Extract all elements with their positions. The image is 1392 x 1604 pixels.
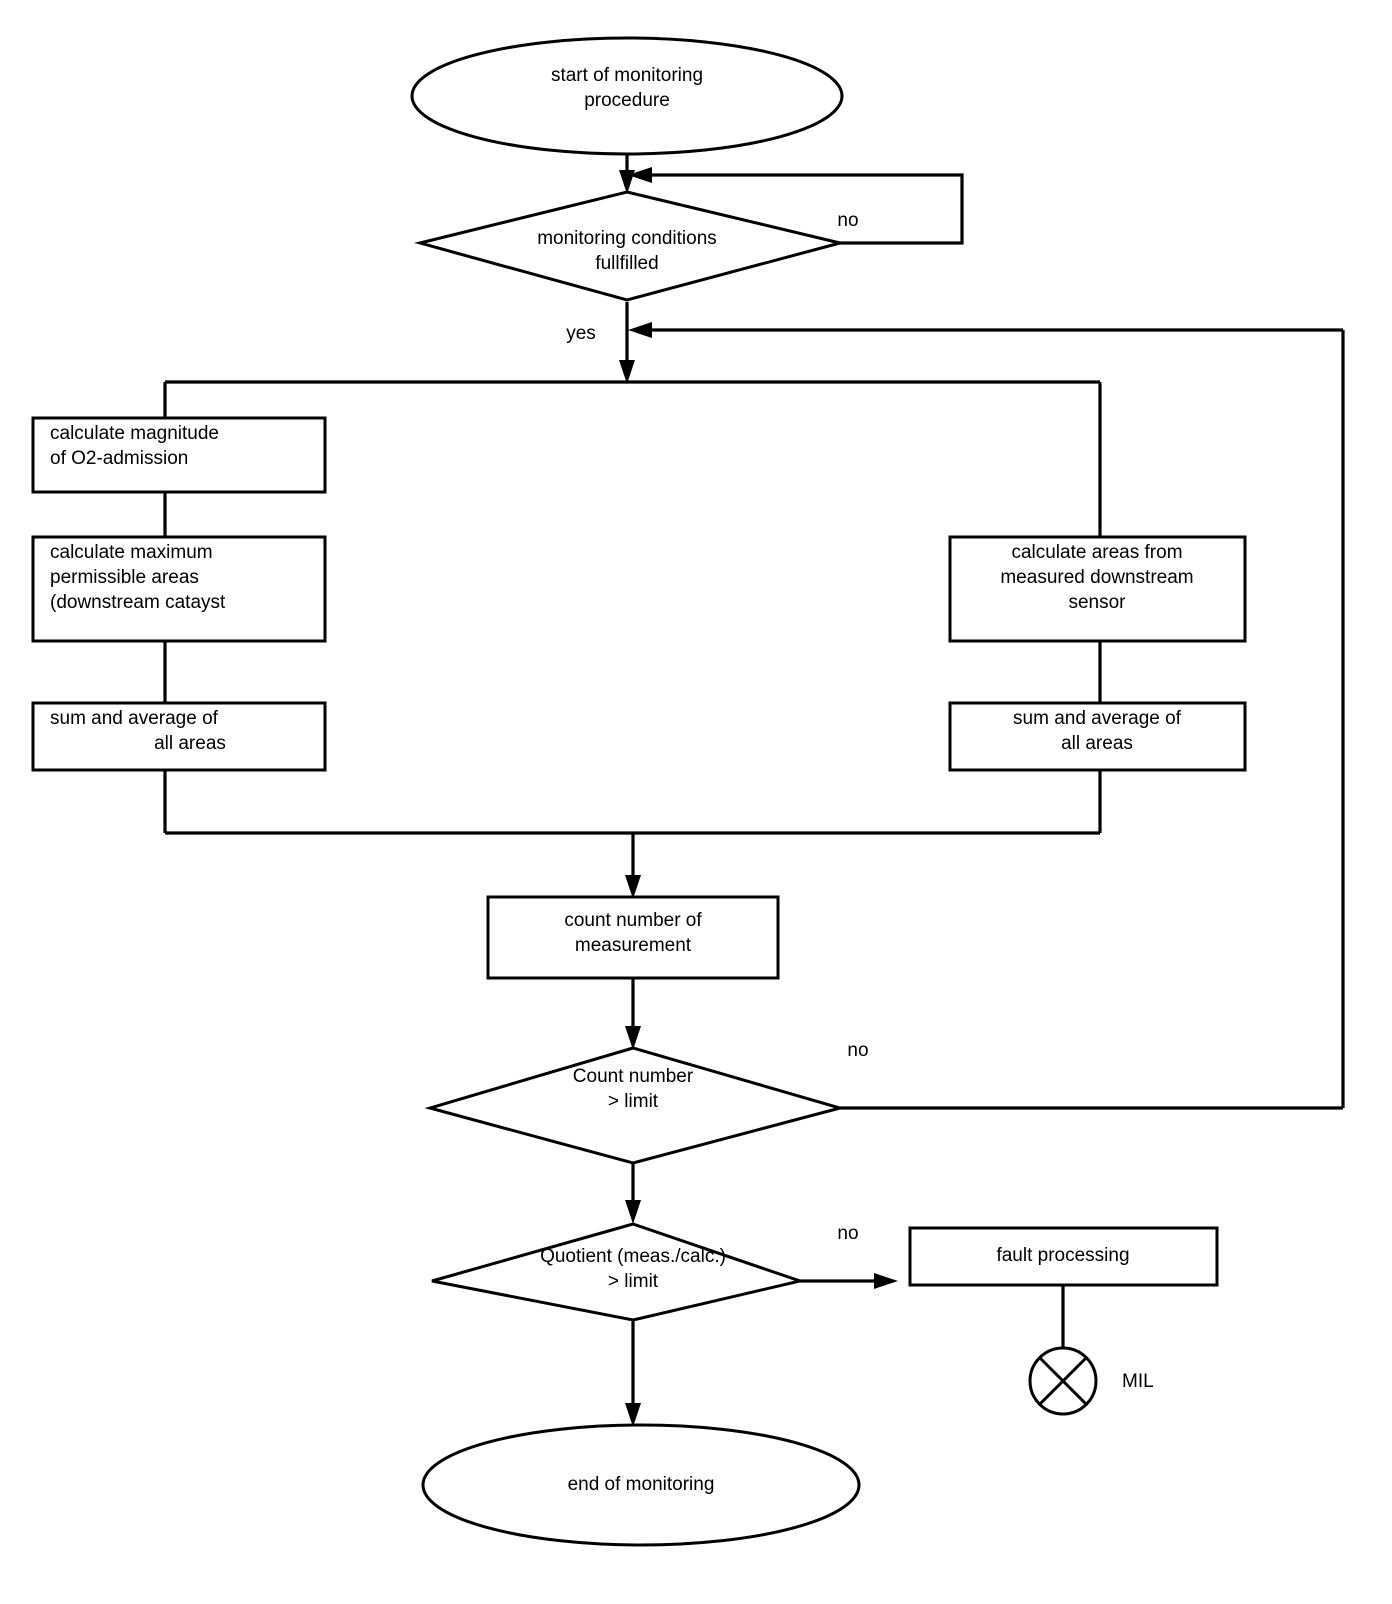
node-count-number-of-measurement[interactable]: count number of measurement [486, 895, 780, 980]
node-sum-average-left[interactable]: sum and average of all areas [31, 701, 327, 772]
node-calc-max-line3: (downstream catayst [50, 592, 226, 613]
node-calculate-magnitude[interactable]: calculate magnitude of O2-admission [31, 416, 327, 494]
node-sum-avg-right-line2: all areas [1061, 733, 1133, 754]
node-calc-max-line2: permissible areas [50, 567, 199, 588]
connector-fork-bar [163, 380, 1102, 537]
edge-label-quotient-no: no [837, 1223, 858, 1244]
node-calc-areas-line2: measured downstream [1000, 567, 1193, 588]
node-end-label: end of monitoring [568, 1474, 715, 1495]
node-calc-magnitude-line2: of O2-admission [50, 448, 188, 469]
node-fault-processing[interactable]: fault processing [908, 1226, 1219, 1287]
connector-count-to-decision [625, 978, 641, 1050]
node-decision-count-line2: > limit [608, 1091, 659, 1112]
node-calculate-max-permissible-areas[interactable]: calculate maximum permissible areas (dow… [31, 535, 327, 643]
node-fault-processing-label: fault processing [996, 1245, 1129, 1266]
mil-label: MIL [1122, 1371, 1154, 1392]
node-decision-count-number[interactable]: Count number > limit [424, 1046, 846, 1165]
node-calc-areas-line1: calculate areas from [1011, 542, 1182, 563]
node-sum-average-right[interactable]: sum and average of all areas [948, 701, 1247, 772]
node-decision-monitoring-conditions[interactable]: monitoring conditions fullfilled [414, 190, 841, 302]
node-calc-areas-line3: sensor [1068, 592, 1126, 613]
node-sum-avg-left-line2: all areas [154, 733, 226, 754]
connector-count-to-quotient [625, 1163, 641, 1224]
node-start-line1: start of monitoring [551, 65, 703, 86]
node-count-line1: count number of [564, 910, 702, 931]
connector-conditions-no-loop [628, 167, 964, 245]
node-calculate-areas-measured[interactable]: calculate areas from measured downstream… [948, 535, 1247, 643]
node-decision-quotient-line1: Quotient (meas./calc.) [540, 1246, 726, 1267]
edge-label-conditions-no: no [837, 210, 858, 231]
connector-conditions-yes [619, 302, 635, 384]
node-sum-avg-right-line1: sum and average of [1013, 708, 1182, 729]
edge-label-conditions-yes: yes [566, 323, 596, 344]
node-decision-conditions-line2: fullfilled [595, 253, 658, 274]
connector-quotient-to-end [625, 1320, 641, 1427]
connector-count-no [840, 330, 1345, 1110]
node-calc-magnitude-line1: calculate magnitude [50, 423, 219, 444]
node-end[interactable]: end of monitoring [421, 1423, 861, 1547]
node-calc-max-line1: calculate maximum [50, 542, 213, 563]
node-start[interactable]: start of monitoring procedure [410, 36, 844, 156]
edge-label-count-no: no [847, 1040, 868, 1061]
node-decision-count-line1: Count number [573, 1066, 694, 1087]
connector-count-no-return [628, 322, 1343, 338]
mil-indicator-icon [1028, 1346, 1098, 1416]
node-count-line2: measurement [575, 935, 692, 956]
node-start-line2: procedure [584, 90, 670, 111]
node-decision-quotient-line2: > limit [608, 1271, 659, 1292]
node-decision-quotient[interactable]: Quotient (meas./calc.) > limit [431, 1222, 806, 1322]
connector-quotient-no [800, 1273, 898, 1289]
node-decision-conditions-line1: monitoring conditions [537, 228, 717, 249]
node-sum-avg-left-line1: sum and average of [50, 708, 219, 729]
connector-join-bar [165, 831, 1100, 899]
